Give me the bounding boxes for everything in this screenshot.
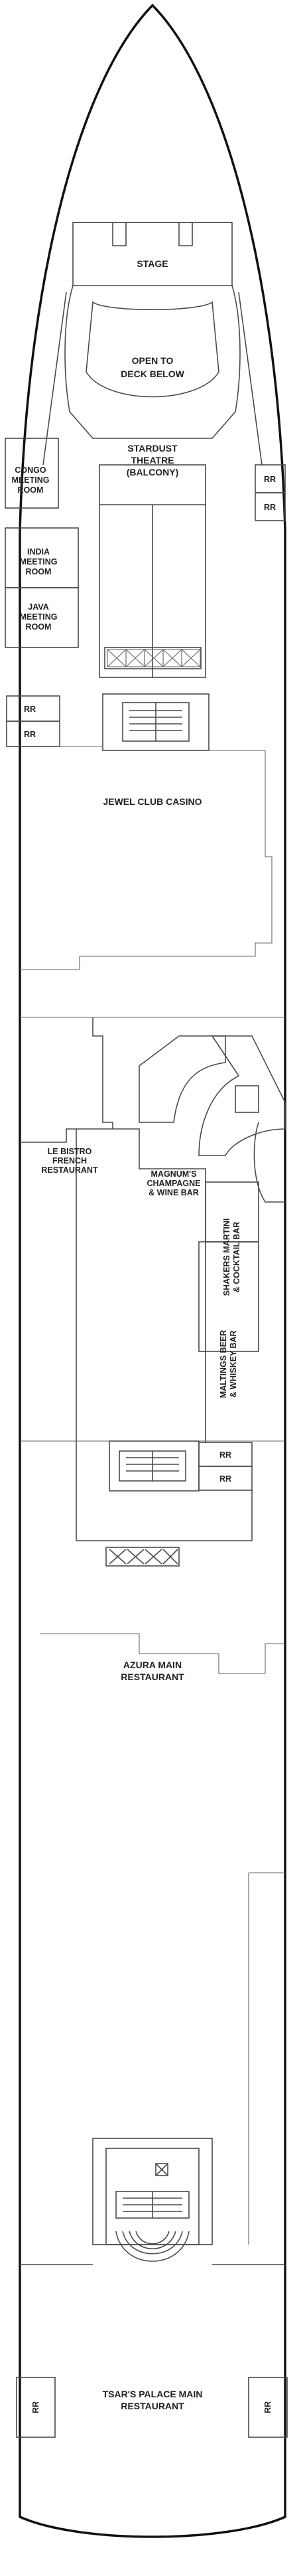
rr-label: RR	[24, 730, 36, 739]
tsar-label-1: TSAR'S PALACE MAIN	[103, 2389, 203, 2399]
azura-label-2: RESTAURANT	[121, 1672, 184, 1682]
rr-label: RR	[31, 2401, 40, 2413]
rr-label: RR	[219, 1474, 231, 1484]
balcony-label: (BALCONY)	[127, 467, 179, 477]
theatre-labels: STAGE OPEN TO DECK BELOW STARDUST THEATR…	[121, 258, 184, 477]
rr-label: RR	[264, 475, 276, 484]
shakers-label-2: & COCKTAIL BAR	[232, 1222, 241, 1292]
bars-structure	[20, 1017, 286, 1541]
restroom-labels: RR RR RR RR RR RR RR RR	[24, 475, 276, 2413]
stage-label: STAGE	[137, 258, 168, 269]
stairwell-casino	[102, 693, 210, 751]
india-label-2: MEETING	[20, 557, 58, 566]
magnum-label-3: & WINE BAR	[149, 1188, 199, 1197]
congo-label-3: ROOM	[18, 485, 44, 495]
casino-label: JEWEL CLUB CASINO	[103, 796, 202, 807]
theatre-label: THEATRE	[131, 455, 174, 466]
deck-below-label: DECK BELOW	[121, 369, 184, 379]
maltings-label-2: & WHISKEY BAR	[229, 1330, 238, 1397]
azura-label-1: AZURA MAIN	[123, 1660, 182, 1670]
aft-structure	[20, 2138, 285, 2265]
open-to-label: OPEN TO	[132, 355, 174, 366]
rr-label: RR	[24, 705, 36, 714]
tsar-label-2: RESTAURANT	[121, 2401, 184, 2411]
java-label-2: MEETING	[20, 612, 58, 622]
rr-label: RR	[264, 503, 276, 512]
java-label-3: ROOM	[26, 622, 52, 632]
meeting-room-labels: CONGO MEETING ROOM INDIA MEETING ROOM JA…	[12, 466, 58, 632]
shakers-label-1: SHAKERS MARTINI	[222, 1219, 231, 1296]
bistro-label-3: RESTAURANT	[41, 1165, 98, 1175]
india-label-1: INDIA	[27, 547, 50, 557]
theatre-structure	[42, 222, 263, 678]
bistro-label-2: FRENCH	[52, 1156, 87, 1165]
rr-label: RR	[263, 2401, 273, 2413]
india-label-3: ROOM	[26, 567, 52, 576]
magnum-label-2: CHAMPAGNE	[147, 1179, 200, 1188]
meeting-rooms	[5, 438, 79, 648]
congo-label-1: CONGO	[15, 466, 46, 475]
theatre-exit-boxes	[107, 649, 201, 667]
venue-labels: JEWEL CLUB CASINO LE BISTRO FRENCH RESTA…	[41, 796, 241, 2411]
java-label-1: JAVA	[28, 602, 49, 612]
stairwell-mid	[105, 1440, 200, 1567]
maltings-label-1: MALTINGS BEER	[219, 1330, 228, 1399]
bistro-label-1: LE BISTRO	[48, 1147, 92, 1156]
magnum-label-1: MAGNUM'S	[151, 1169, 197, 1179]
congo-label-2: MEETING	[12, 475, 50, 485]
stardust-label: STARDUST	[127, 443, 178, 454]
casino-walls	[20, 746, 273, 970]
ship-hull	[19, 3, 286, 2538]
rr-label: RR	[219, 1450, 231, 1460]
azura-walls	[40, 1633, 285, 2245]
